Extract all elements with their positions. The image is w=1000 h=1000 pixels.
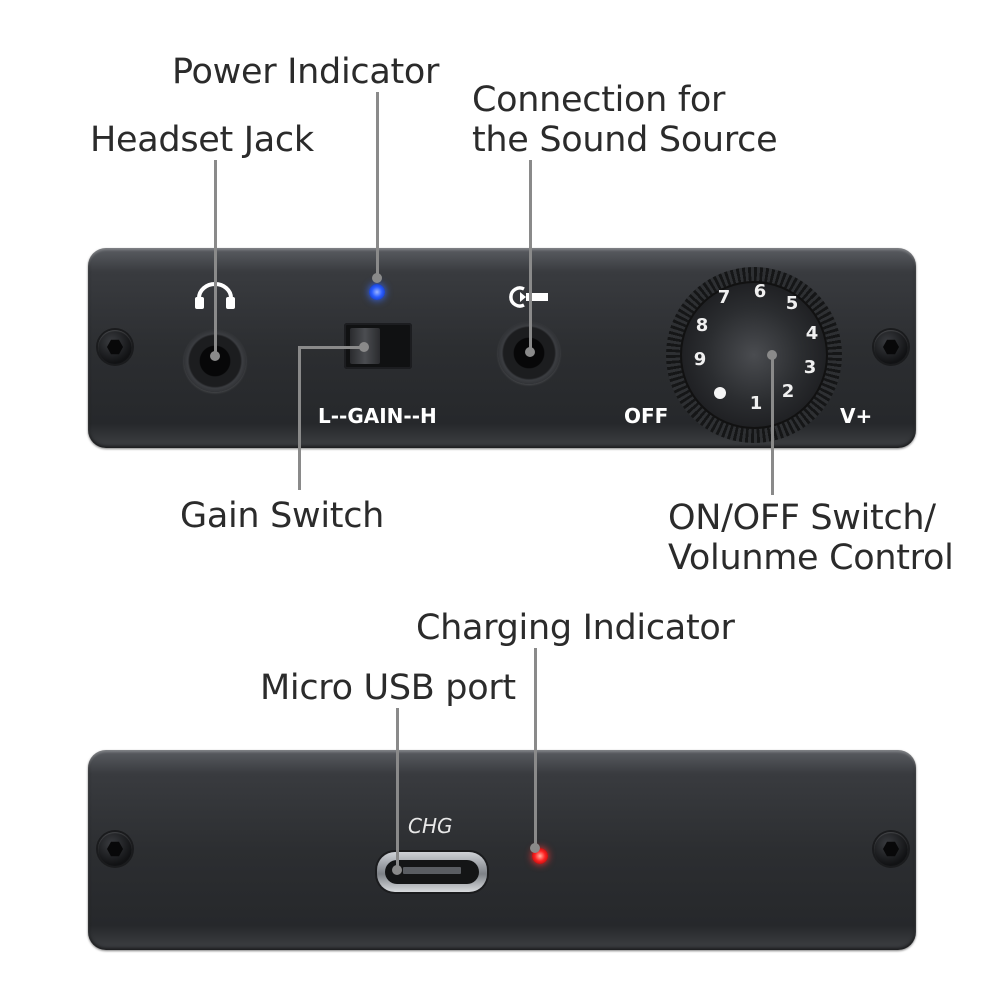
gain-switch-leader-dot — [359, 342, 369, 352]
sound-source-callout: Connection for the Sound Source — [472, 80, 778, 160]
knob-number-9: 9 — [693, 349, 707, 370]
onoff-volume-leader-dot — [767, 350, 777, 360]
screw-icon — [874, 330, 908, 364]
power-led — [369, 284, 385, 300]
gain-label: L--GAIN--H — [318, 404, 437, 428]
micro-usb-port[interactable] — [377, 852, 487, 892]
sound-source-leader-dot — [525, 347, 535, 357]
knob-indicator-dot — [714, 387, 726, 399]
volume-plus-label: V+ — [840, 404, 873, 428]
knob-number-7: 7 — [717, 287, 731, 308]
knob-number-4: 4 — [805, 323, 819, 344]
micro-usb-leader — [396, 708, 399, 870]
headset-jack-leader — [214, 160, 217, 356]
screw-icon — [874, 832, 908, 866]
micro-usb-leader-dot — [392, 865, 402, 875]
knob-number-3: 3 — [803, 357, 817, 378]
headset-jack-callout: Headset Jack — [90, 120, 314, 160]
gain-switch-callout: Gain Switch — [180, 496, 385, 536]
onoff-volume-leader — [771, 355, 774, 495]
micro-usb-callout: Micro USB port — [260, 668, 516, 708]
headset-jack-leader-dot — [210, 351, 220, 361]
input-icon — [509, 286, 548, 308]
charging-indicator-leader-dot — [530, 843, 540, 853]
knob-number-2: 2 — [781, 381, 795, 402]
knob-number-8: 8 — [695, 315, 709, 336]
knob-number-6: 6 — [753, 281, 767, 302]
charging-indicator-leader — [534, 648, 537, 848]
gain-switch-leader-horizontal — [298, 346, 362, 349]
volume-knob[interactable]: 1 2 3 4 5 6 7 8 9 — [666, 267, 842, 443]
micro-usb-tongue — [403, 867, 461, 874]
power-indicator-callout: Power Indicator — [172, 52, 440, 92]
screw-icon — [98, 832, 132, 866]
onoff-volume-callout: ON/OFF Switch/ Volunme Control — [668, 498, 954, 578]
gain-switch-leader-vertical — [298, 347, 301, 490]
power-indicator-leader-dot — [372, 273, 382, 283]
screw-icon — [98, 330, 132, 364]
chg-label: CHG — [408, 814, 453, 838]
volume-knob-face[interactable] — [680, 281, 828, 429]
off-label: OFF — [624, 404, 669, 428]
sound-source-leader — [529, 160, 532, 352]
knob-number-1: 1 — [749, 393, 763, 414]
charging-indicator-callout: Charging Indicator — [416, 608, 735, 648]
back-panel — [88, 750, 916, 950]
power-indicator-leader — [376, 92, 379, 278]
knob-number-5: 5 — [785, 293, 799, 314]
